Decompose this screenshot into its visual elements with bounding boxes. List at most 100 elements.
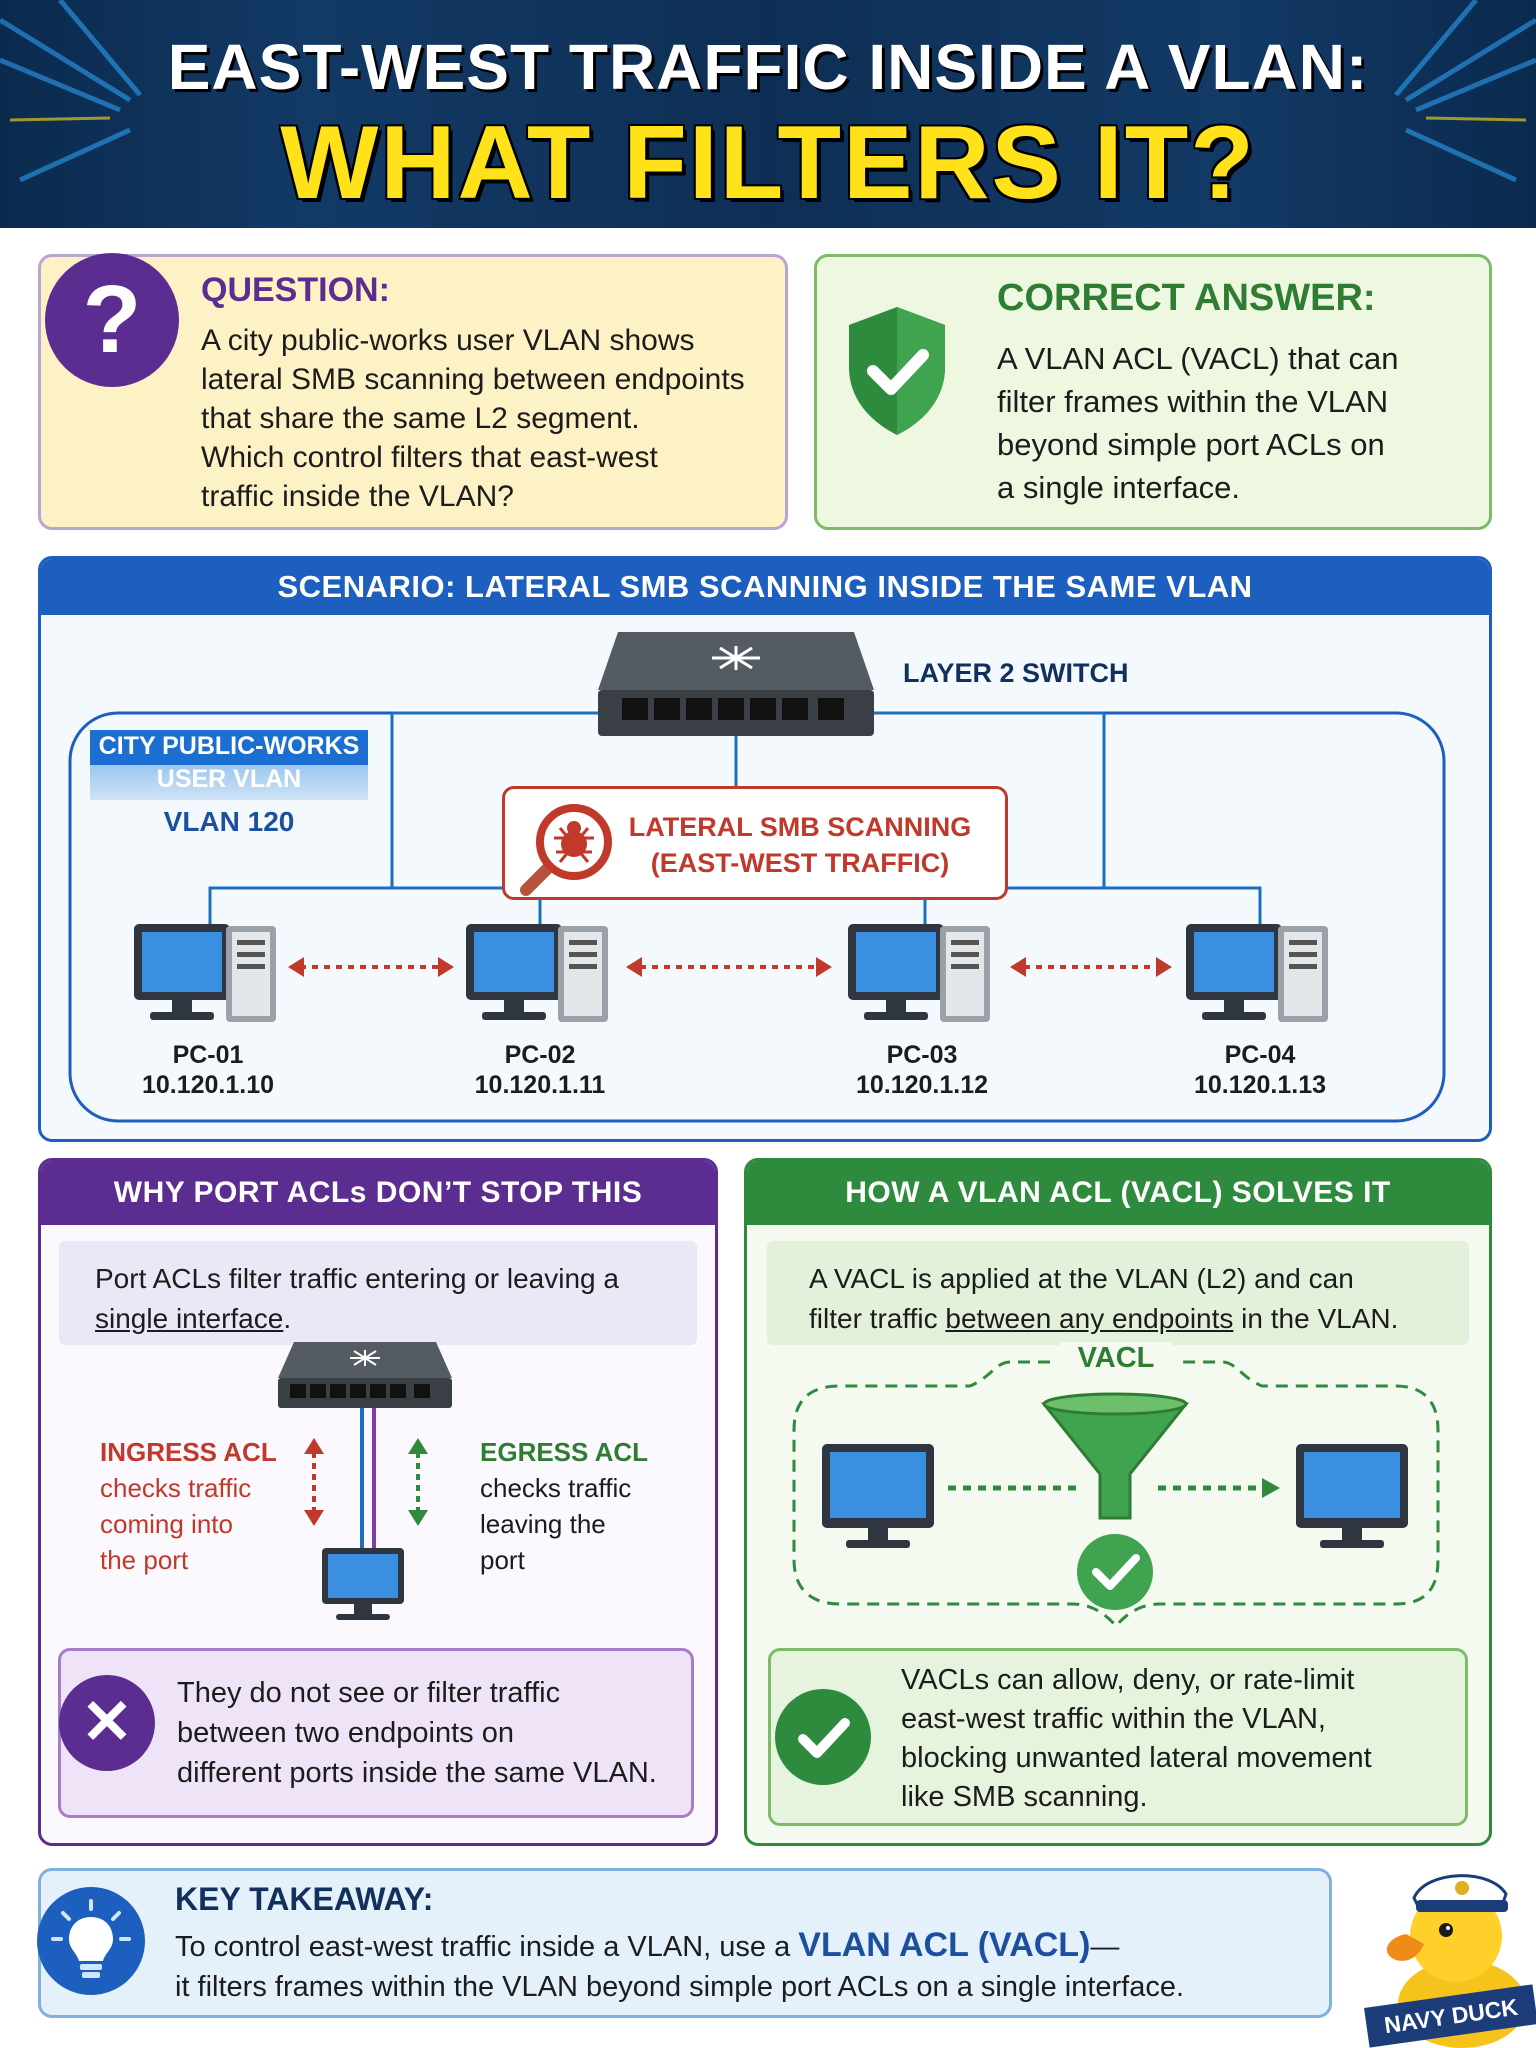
- conclusion-line: different ports inside the same VLAN.: [177, 1757, 657, 1789]
- conclusion-line: east-west traffic within the VLAN,: [901, 1703, 1326, 1735]
- takeaway-line-1: To control east-west traffic inside a VL…: [175, 1925, 1325, 1967]
- layer2-switch: [598, 632, 874, 736]
- intro-line: Port ACLs filter traffic entering or lea…: [95, 1263, 619, 1294]
- intro-underlined: single interface: [95, 1303, 284, 1334]
- conclusion-line: blocking unwanted lateral movement: [901, 1742, 1372, 1774]
- pc-01-icon: [134, 924, 276, 1022]
- answer-line: A VLAN ACL (VACL) that can: [997, 341, 1399, 376]
- pc-ip: 10.120.1.11: [474, 1071, 606, 1099]
- burst-decoration: [0, 0, 1536, 183]
- vlan-name-line: CITY PUBLIC-WORKS: [98, 732, 360, 760]
- question-card: ? QUESTION: A city public-works user VLA…: [38, 253, 788, 530]
- egress-line: leaving the: [480, 1509, 606, 1539]
- question-line: A city public-works user VLAN shows: [201, 324, 695, 357]
- pc-name: PC-01: [172, 1041, 244, 1069]
- conclusion-line: like SMB scanning.: [901, 1781, 1148, 1813]
- conclusion-line: between two endpoints on: [177, 1717, 514, 1749]
- takeaway-line-2: it filters frames within the VLAN beyond…: [175, 1971, 1185, 2003]
- ingress-line: the port: [100, 1545, 189, 1575]
- takeaway-title: KEY TAKEAWAY:: [175, 1881, 434, 1917]
- intro-punct: .: [283, 1303, 292, 1334]
- pc-04-icon: [1186, 924, 1328, 1022]
- vacl-source-pc: [822, 1444, 934, 1548]
- lightbulb-glyph: [51, 1899, 131, 1978]
- shield-check-icon: [849, 307, 945, 435]
- answer-line: beyond simple port ACLs on: [997, 427, 1385, 462]
- question-text: A city public-works user VLAN shows late…: [201, 321, 781, 516]
- egress-acl-text: EGRESS ACL checks traffic leaving the po…: [480, 1434, 648, 1578]
- intro-text: in the VLAN.: [1233, 1303, 1399, 1334]
- intro-text: filter traffic: [809, 1303, 946, 1334]
- check-mark: [798, 1718, 850, 1758]
- egress-line: port: [480, 1545, 525, 1575]
- answer-title: CORRECT ANSWER:: [997, 277, 1376, 319]
- ingress-line: checks traffic: [100, 1473, 252, 1503]
- ingress-acl-text: INGRESS ACL checks traffic coming into t…: [100, 1434, 277, 1578]
- port-acl-intro: Port ACLs filter traffic entering or lea…: [59, 1241, 697, 1345]
- pc-name: PC-04: [1224, 1041, 1296, 1069]
- vlan-name-line: USER VLAN: [156, 765, 302, 793]
- takeaway-text: —: [1090, 1931, 1120, 1963]
- scanning-callout: LATERAL SMB SCANNING (EAST-WEST TRAFFIC): [502, 786, 1008, 900]
- answer-card: CORRECT ANSWER: A VLAN ACL (VACL) that c…: [814, 254, 1492, 530]
- pc-ip: 10.120.1.10: [141, 1071, 275, 1099]
- vacl-intro: A VACL is applied at the VLAN (L2) and c…: [767, 1241, 1469, 1345]
- pc-ip: 10.120.1.12: [855, 1071, 989, 1099]
- question-mark-icon: ?: [45, 253, 179, 387]
- vacl-conclusion-text: VACLs can allow, deny, or rate-limit eas…: [901, 1661, 1461, 1817]
- pc-03-label: PC-03 10.120.1.12: [822, 1040, 1022, 1100]
- scanning-text: LATERAL SMB SCANNING (EAST-WEST TRAFFIC): [595, 809, 1005, 881]
- port-acl-title: WHY PORT ACLs DON’T STOP THIS: [41, 1161, 715, 1225]
- pc-name: PC-02: [504, 1041, 576, 1069]
- conclusion-line: VACLs can allow, deny, or rate-limit: [901, 1664, 1355, 1696]
- vacl-dest-pc: [1296, 1444, 1408, 1548]
- intro-line: single interface.: [95, 1299, 697, 1339]
- vlan-id: VLAN 120: [163, 806, 295, 837]
- answer-line: a single interface.: [997, 470, 1240, 505]
- question-line: Which control filters that east-west: [201, 441, 658, 474]
- conclusion-line: They do not see or filter traffic: [177, 1677, 561, 1709]
- egress-line: checks traffic: [480, 1473, 632, 1503]
- scenario-title: SCENARIO: LATERAL SMB SCANNING INSIDE TH…: [41, 559, 1489, 615]
- ingress-line: coming into: [100, 1509, 233, 1539]
- switch-label: LAYER 2 SWITCH: [903, 658, 1129, 688]
- vacl-conclusion: VACLs can allow, deny, or rate-limit eas…: [768, 1648, 1468, 1826]
- ingress-title: INGRESS ACL: [100, 1437, 277, 1467]
- vacl-title: HOW A VLAN ACL (VACL) SOLVES IT: [747, 1161, 1489, 1225]
- intro-line: filter traffic between any endpoints in …: [809, 1299, 1469, 1339]
- vlan-name-badge: CITY PUBLIC-WORKS USER VLAN: [90, 730, 368, 800]
- question-line: traffic inside the VLAN?: [201, 480, 514, 513]
- takeaway-text: To control east-west traffic inside a VL…: [175, 1931, 799, 1963]
- intro-line: A VACL is applied at the VLAN (L2) and c…: [809, 1263, 1354, 1294]
- title-line-2: WHAT FILTERS IT?: [280, 105, 1256, 221]
- pc-04-label: PC-04 10.120.1.13: [1160, 1040, 1360, 1100]
- takeaway-emphasis: VLAN ACL (VACL): [798, 1926, 1091, 1964]
- intro-underlined: between any endpoints: [945, 1303, 1234, 1334]
- answer-line: filter frames within the VLAN: [997, 384, 1389, 419]
- egress-title: EGRESS ACL: [480, 1437, 649, 1467]
- lightbulb-icon: [37, 1887, 145, 1995]
- question-title: QUESTION:: [201, 271, 390, 309]
- pc-01-label: PC-01 10.120.1.10: [108, 1040, 308, 1100]
- pc-ip: 10.120.1.13: [1193, 1071, 1327, 1099]
- answer-text: A VLAN ACL (VACL) that can filter frames…: [997, 337, 1477, 509]
- question-line: lateral SMB scanning between endpoints: [201, 363, 745, 396]
- magnifier-bug-icon: [520, 804, 612, 896]
- pc-02-icon: [466, 924, 608, 1022]
- pc-03-icon: [848, 924, 990, 1022]
- port-acl-conclusion: ✕ They do not see or filter traffic betw…: [58, 1648, 694, 1818]
- title-line-1: EAST-WEST TRAFFIC INSIDE A VLAN:: [167, 31, 1369, 103]
- scanning-line: (EAST-WEST TRAFFIC): [650, 848, 950, 878]
- vacl-diagram-label: VACL: [1060, 1342, 1172, 1375]
- pc-02-label: PC-02 10.120.1.11: [440, 1040, 640, 1100]
- scanning-line: LATERAL SMB SCANNING: [628, 812, 972, 842]
- x-mark-icon: ✕: [59, 1675, 155, 1771]
- takeaway-card: KEY TAKEAWAY: To control east-west traff…: [37, 1868, 1332, 2018]
- header-banner: EAST-WEST TRAFFIC INSIDE A VLAN: WHAT FI…: [0, 0, 1536, 228]
- port-acl-conclusion-text: They do not see or filter traffic betwee…: [177, 1673, 687, 1793]
- check-circle-icon: [775, 1689, 871, 1785]
- question-line: that share the same L2 segment.: [201, 402, 640, 435]
